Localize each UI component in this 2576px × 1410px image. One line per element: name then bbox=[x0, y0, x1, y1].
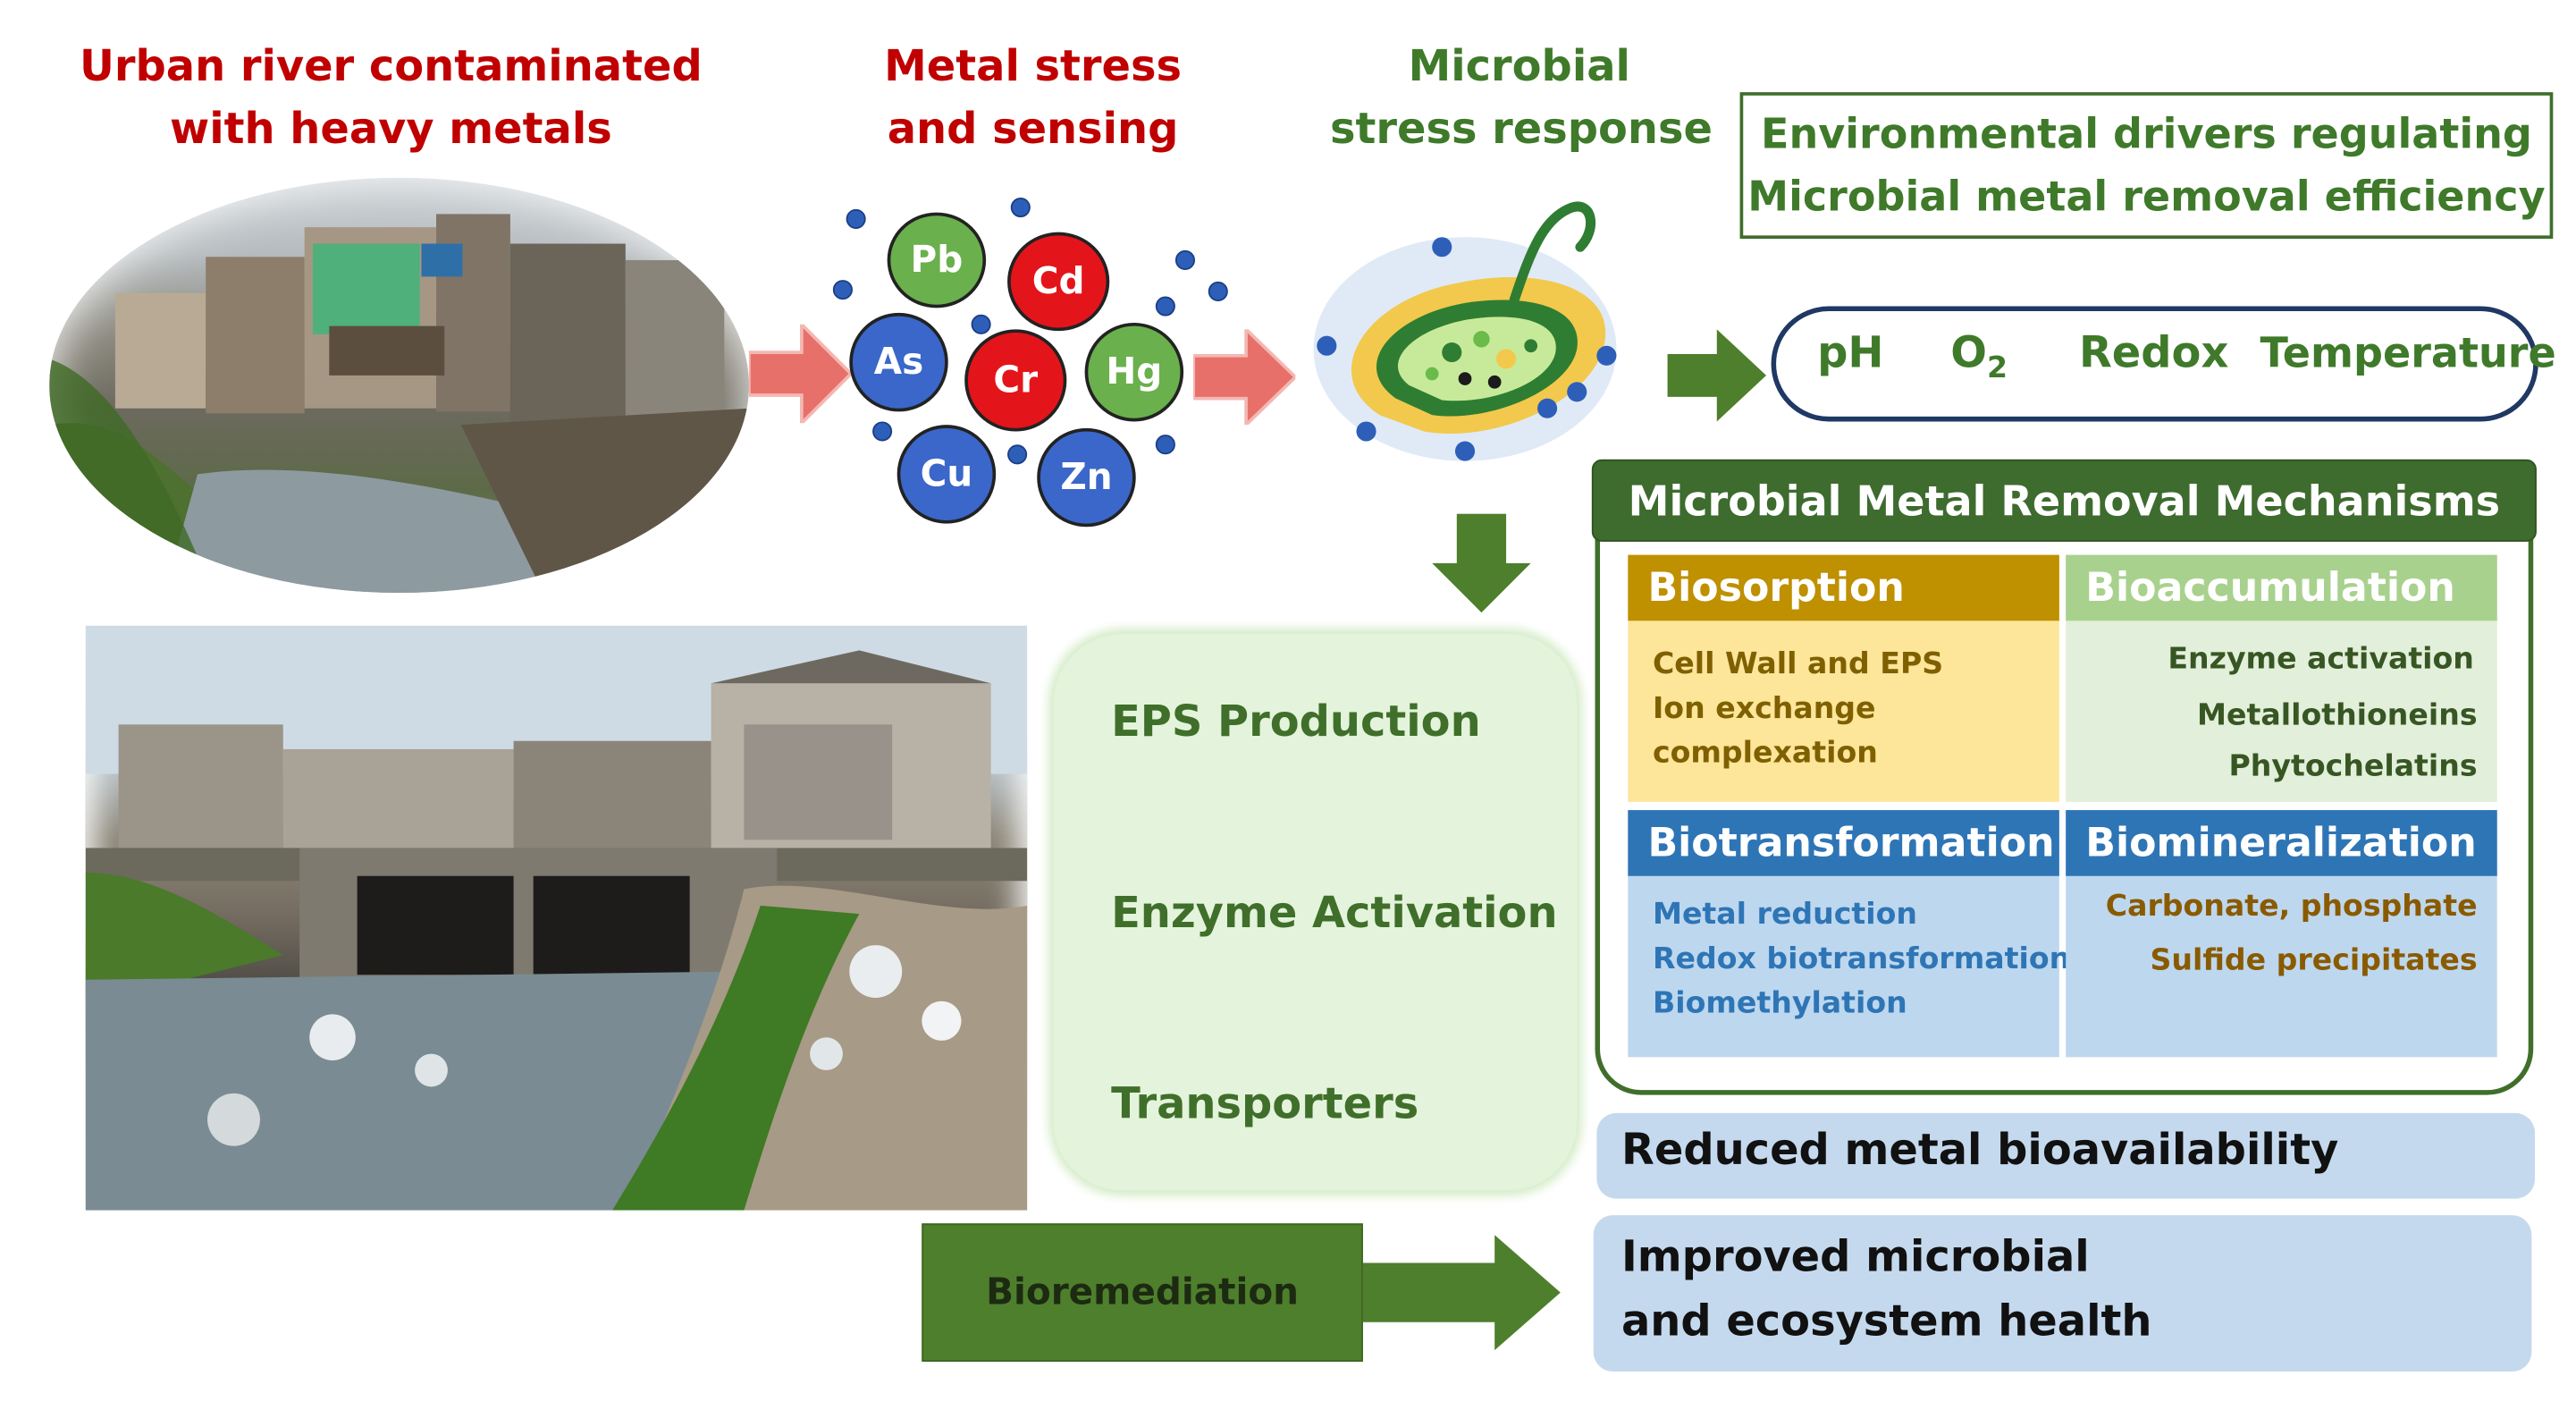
param-ph: pH bbox=[1817, 329, 1884, 379]
biotransformation-item: Biomethylation bbox=[1652, 986, 1907, 1021]
bioaccumulation-title: Bioaccumulation bbox=[2066, 554, 2497, 621]
ion-cd: Cd bbox=[1007, 232, 1110, 332]
parameters-pill bbox=[1771, 306, 2538, 422]
param-redox: Redox bbox=[2078, 329, 2229, 379]
biotransformation-item: Redox biotransformation bbox=[1652, 941, 2071, 977]
improved-health-line-2: and ecosystem health bbox=[1621, 1297, 2152, 1347]
ion-hg: Hg bbox=[1084, 322, 1184, 422]
param-o2-symbol: O bbox=[1950, 329, 1988, 379]
urban-river-illustration bbox=[49, 214, 749, 593]
biotransformation-title: Biotransformation bbox=[1628, 810, 2059, 876]
ion-dot bbox=[1007, 444, 1028, 465]
arrow-microbe-down bbox=[1432, 513, 1531, 613]
arrow-bioremediation-to-health bbox=[1362, 1235, 1561, 1351]
biosorption-title: Biosorption bbox=[1628, 554, 2059, 621]
improved-health-box: Improved microbial and ecosystem health bbox=[1593, 1215, 2532, 1372]
microbe-header: Microbial stress response bbox=[1330, 37, 1713, 162]
bioaccumulation-item: Metallothioneins bbox=[2197, 697, 2478, 733]
river-header: Urban river contaminated with heavy meta… bbox=[74, 37, 708, 162]
mechanisms-title: Microbial Metal Removal Mechanisms bbox=[1591, 459, 2537, 542]
arrow-river-to-metal bbox=[748, 324, 852, 424]
ion-dot bbox=[1155, 435, 1175, 455]
bioaccumulation-item: Enzyme activation bbox=[2168, 642, 2474, 677]
metal-header: Metal stress and sensing bbox=[847, 37, 1217, 162]
river-header-line-1: Urban river contaminated bbox=[80, 42, 703, 93]
biomineralization-item: Sulfide precipitates bbox=[2150, 943, 2478, 978]
ion-dot bbox=[846, 208, 866, 229]
param-temperature: Temperature bbox=[2260, 329, 2556, 377]
biotransformation-cell: Biotransformation Metal reduction Redox … bbox=[1628, 810, 2070, 1058]
param-o2: O2 bbox=[1950, 329, 2008, 385]
ion-cu: Cu bbox=[897, 425, 997, 524]
metal-header-line-1: Metal stress bbox=[884, 42, 1183, 93]
bioaccumulation-item: Phytochelatins bbox=[2228, 748, 2478, 784]
microbe-header-line-1: Microbial bbox=[1408, 42, 1630, 93]
biomineralization-cell: Biomineralization Carbonate, phosphate S… bbox=[2066, 810, 2497, 1058]
biotransformation-item: Metal reduction bbox=[1652, 897, 1917, 933]
microbe-header-line-2: stress response bbox=[1330, 105, 1713, 156]
biosorption-cell: Biosorption Cell Wall and EPS Ion exchan… bbox=[1628, 554, 2059, 802]
biosorption-item: Cell Wall and EPS bbox=[1652, 646, 1944, 682]
biomineralization-title: Biomineralization bbox=[2066, 810, 2497, 876]
ion-cr: Cr bbox=[964, 329, 1067, 432]
response-enzyme-activation: Enzyme Activation bbox=[1111, 889, 1558, 939]
polluted-stream-photo bbox=[85, 625, 1028, 1211]
arrow-metal-to-microbe bbox=[1193, 329, 1296, 426]
environmental-drivers-box: Environmental drivers regulating Microbi… bbox=[1739, 92, 2554, 240]
stress-response-box bbox=[1053, 634, 1578, 1191]
urban-river-photo bbox=[49, 177, 749, 593]
response-transporters: Transporters bbox=[1111, 1080, 1419, 1130]
ion-dot bbox=[1155, 296, 1175, 317]
bacterium-icon bbox=[1313, 201, 1617, 461]
ion-dot bbox=[1174, 249, 1196, 271]
metal-header-line-2: and sensing bbox=[887, 105, 1179, 156]
ion-dot bbox=[872, 421, 893, 442]
arrow-microbe-to-drivers bbox=[1667, 329, 1767, 422]
env-line-2: Microbial metal removal efficiency bbox=[1747, 172, 2546, 220]
biosorption-item: complexation bbox=[1652, 736, 1878, 771]
river-header-line-2: with heavy metals bbox=[170, 105, 612, 156]
reduced-bioavailability-text: Reduced metal bioavailability bbox=[1621, 1126, 2339, 1176]
response-eps-production: EPS Production bbox=[1111, 697, 1481, 748]
biosorption-item: Ion exchange bbox=[1652, 691, 1876, 727]
param-o2-subscript: 2 bbox=[1987, 350, 2008, 386]
ion-as: As bbox=[849, 312, 948, 412]
ion-pb: Pb bbox=[887, 212, 987, 308]
bioaccumulation-cell: Bioaccumulation Enzyme activation Metall… bbox=[2066, 554, 2497, 802]
ion-dot bbox=[832, 280, 853, 300]
biomineralization-item: Carbonate, phosphate bbox=[2105, 889, 2478, 925]
reduced-bioavailability-box: Reduced metal bioavailability bbox=[1596, 1112, 2536, 1199]
ion-zn: Zn bbox=[1037, 427, 1136, 528]
ion-dot bbox=[1208, 281, 1228, 302]
improved-health-line-1: Improved microbial bbox=[1621, 1233, 2090, 1283]
env-line-1: Environmental drivers regulating bbox=[1761, 109, 2532, 157]
bioremediation-box: Bioremediation bbox=[922, 1223, 1363, 1363]
ion-dot bbox=[971, 314, 991, 334]
polluted-stream-illustration bbox=[85, 625, 1028, 1211]
ion-dot bbox=[1010, 197, 1031, 218]
